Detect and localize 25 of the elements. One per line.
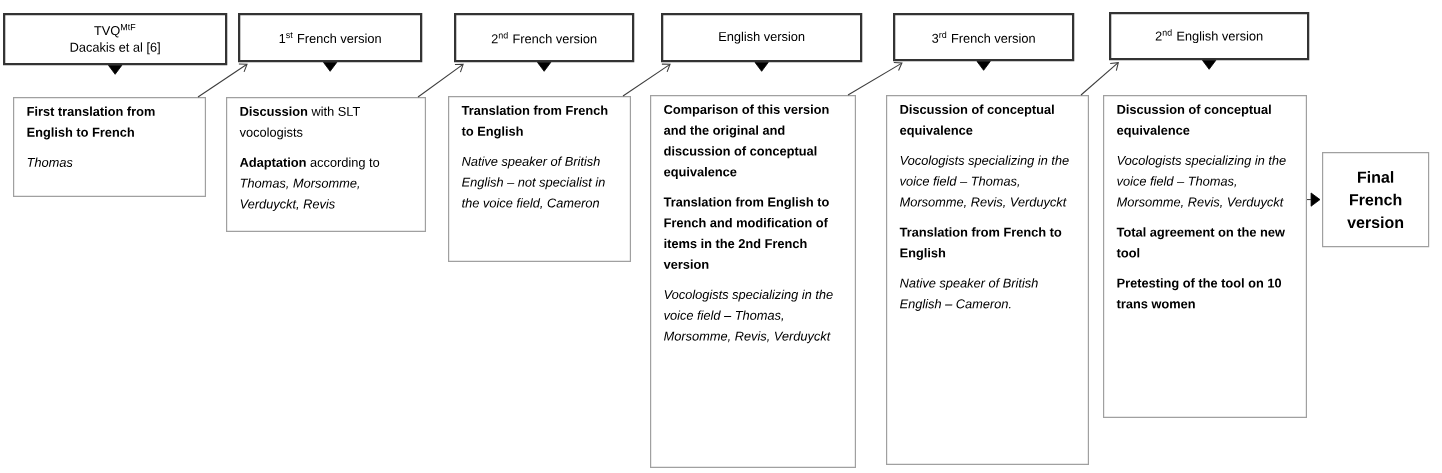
version-box: 2$^{nd}$ French version bbox=[454, 13, 635, 63]
version-box: 2$^{nd}$ English version bbox=[1109, 12, 1310, 61]
version-box: English version bbox=[661, 13, 863, 63]
pointer-arrow bbox=[537, 61, 552, 72]
arrow bbox=[847, 61, 903, 96]
step-box: Discussion with SLT vocologists Adaptation according to Thomas, Morsomme, Verduyckt, Revis bbox=[226, 97, 426, 232]
version-box: 3$^{rd}$ French version bbox=[893, 13, 1075, 62]
step-box: Translation from French to English Native speaker of British English – not specialist in the voice field, Cameron bbox=[448, 96, 631, 262]
step-box: First translation from English to French Thomas bbox=[13, 97, 206, 197]
arrow bbox=[1080, 62, 1119, 96]
pointer-arrow bbox=[1202, 59, 1217, 70]
pointer-arrow bbox=[976, 60, 991, 71]
pointer-arrow bbox=[323, 61, 338, 72]
arrow bbox=[622, 63, 671, 97]
pointer-arrow bbox=[1306, 192, 1321, 207]
arrow bbox=[197, 63, 248, 98]
step-box: Comparison of this version and the original and discussion of conceptual equivalence Translation from English to French and modification of items in the 2nd French version Vocologists specializing in the voice field – Thomas, Morsomme, Revis, Verduyckt bbox=[650, 95, 856, 468]
pointer-arrow bbox=[108, 64, 123, 75]
pointer-arrow bbox=[754, 61, 769, 72]
result-box: Final French version bbox=[1322, 152, 1430, 248]
arrow bbox=[417, 63, 464, 98]
step-box: Discussion of conceptual equivalence Vocologists specializing in the voice field – Thomas, Morsomme, Revis, Verduyckt Translation from French to English Native speaker of British English – Cameron. bbox=[886, 95, 1089, 465]
version-box: 1$^{st}$ French version bbox=[238, 13, 423, 63]
version-box: TVQ$^{MtF}$ Dacakis et al [6] bbox=[3, 13, 228, 66]
step-box: Discussion of conceptual equivalence Vocologists specializing in the voice field – Thomas, Morsomme, Revis, Verduyckt Total agreement on the new tool Pretesting of the tool on 10 trans women bbox=[1103, 95, 1307, 418]
